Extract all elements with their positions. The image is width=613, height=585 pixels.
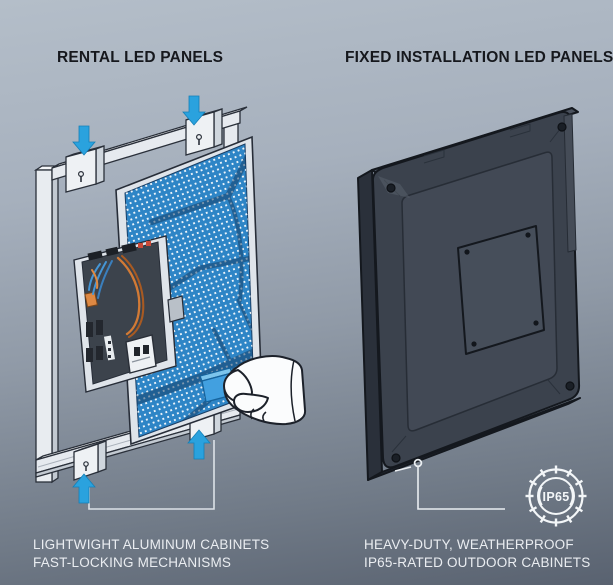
- rental-caption: LIGHTWIGHT ALUMINUM CABINETS FAST-LOCKIN…: [33, 536, 269, 571]
- module-psu: [125, 334, 157, 374]
- frame-left-post: [35, 169, 53, 483]
- badge-label: IP65: [543, 490, 570, 504]
- fast-lock-clamp-bottom-left: [73, 440, 107, 481]
- pcb-wires: [88, 254, 145, 339]
- fixed-caption: HEAVY-DUTY, WEATHERPROOF IP65-RATED OUTD…: [364, 536, 590, 571]
- ip65-badge: IP65: [525, 465, 587, 527]
- mounting-plate: [457, 225, 545, 355]
- outdoor-cabinet: [357, 107, 581, 481]
- rental-caption-line2: FAST-LOCKING MECHANISMS: [33, 554, 232, 570]
- rental-caption-line1: LIGHTWIGHT ALUMINUM CABINETS: [33, 537, 270, 552]
- fixed-caption-line1: HEAVY-DUTY, WEATHERPROOF: [364, 537, 574, 552]
- fixed-caption-line2: IP65-RATED OUTDOOR CABINETS: [364, 554, 591, 570]
- corner-screws: [386, 122, 575, 463]
- pcb-components: [84, 241, 151, 362]
- hand-icon: [223, 355, 307, 426]
- frame-left-post-side: [51, 164, 59, 484]
- cabinet-bottom-side: [367, 397, 581, 481]
- up-arrow-icon: [72, 473, 96, 504]
- down-arrow-icon: [182, 95, 206, 126]
- rental-panels-heading: RENTAL LED PANELS: [57, 49, 224, 66]
- down-arrow-icon: [72, 125, 96, 156]
- fixed-panels-heading: FIXED INSTALLATION LED PANELS: [345, 49, 613, 66]
- fast-lock-clamp-top-left: [65, 145, 105, 193]
- up-arrow-icon: [187, 429, 211, 460]
- module-latch-tab: [167, 295, 185, 323]
- right-edge-strip: [563, 113, 577, 253]
- leader-line: [394, 458, 505, 510]
- fixed-illustration: IP65: [357, 107, 587, 527]
- led-module-pcb: [73, 235, 185, 393]
- rental-illustration: [33, 95, 307, 510]
